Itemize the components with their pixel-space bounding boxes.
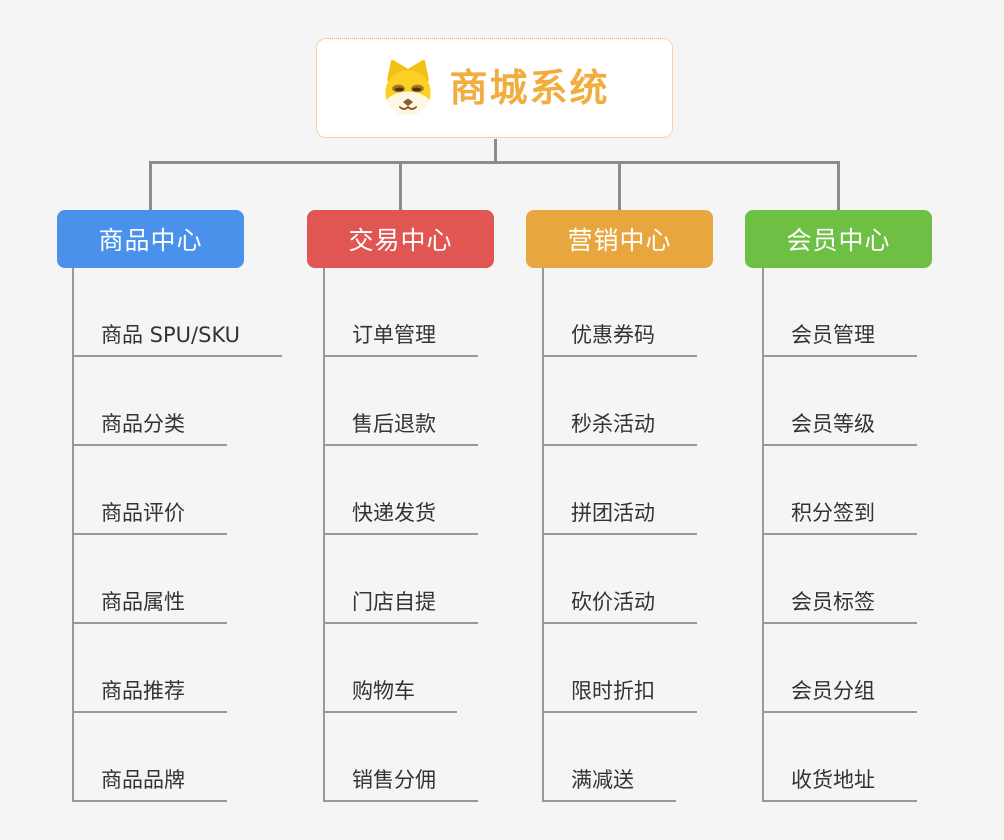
leaf-node[interactable]: 收货地址 bbox=[764, 768, 917, 802]
leaf-column-product: 商品 SPU/SKU 商品分类 商品评价 商品属性 商品推荐 商品品牌 bbox=[72, 268, 283, 802]
leaf-node[interactable]: 积分签到 bbox=[764, 501, 917, 535]
leaf-node[interactable]: 商品属性 bbox=[74, 590, 227, 624]
leaf-column-member: 会员管理 会员等级 积分签到 会员标签 会员分组 收货地址 bbox=[762, 268, 917, 802]
leaf-row: 砍价活动 bbox=[544, 535, 697, 624]
connector-drop-member bbox=[837, 163, 840, 210]
branch-node-product-center[interactable]: 商品中心 bbox=[57, 210, 244, 268]
connector-horizontal-bar bbox=[149, 161, 840, 164]
branch-node-trade-center[interactable]: 交易中心 bbox=[307, 210, 494, 268]
leaf-node[interactable]: 销售分佣 bbox=[325, 768, 478, 802]
leaf-row: 门店自提 bbox=[325, 535, 478, 624]
leaf-column-trade: 订单管理 售后退款 快递发货 门店自提 购物车 销售分佣 bbox=[323, 268, 478, 802]
leaf-row: 会员分组 bbox=[764, 624, 917, 713]
leaf-row: 商品属性 bbox=[74, 535, 282, 624]
leaf-row: 会员管理 bbox=[764, 268, 917, 357]
branch-node-member-center[interactable]: 会员中心 bbox=[745, 210, 932, 268]
leaf-row: 商品 SPU/SKU bbox=[74, 268, 283, 357]
leaf-node[interactable]: 商品推荐 bbox=[74, 679, 227, 713]
root-title: 商城系统 bbox=[449, 66, 610, 110]
branch-node-marketing-center[interactable]: 营销中心 bbox=[526, 210, 713, 268]
leaf-node[interactable]: 会员标签 bbox=[764, 590, 917, 624]
leaf-row: 售后退款 bbox=[325, 357, 478, 446]
leaf-node[interactable]: 秒杀活动 bbox=[544, 412, 697, 446]
leaf-node[interactable]: 会员管理 bbox=[764, 323, 917, 357]
leaf-node[interactable]: 售后退款 bbox=[325, 412, 478, 446]
leaf-node[interactable]: 砍价活动 bbox=[544, 590, 697, 624]
leaf-row: 收货地址 bbox=[764, 713, 917, 802]
leaf-row: 积分签到 bbox=[764, 446, 917, 535]
leaf-node[interactable]: 订单管理 bbox=[325, 323, 478, 357]
dog-face-icon bbox=[385, 59, 432, 116]
leaf-row: 秒杀活动 bbox=[544, 357, 697, 446]
leaf-row: 商品品牌 bbox=[74, 713, 282, 802]
leaf-column-marketing: 优惠券码 秒杀活动 拼团活动 砍价活动 限时折扣 满减送 bbox=[542, 268, 697, 802]
root-node-mall-system[interactable]: 商城系统 bbox=[316, 38, 673, 138]
leaf-row: 商品评价 bbox=[74, 446, 282, 535]
leaf-node[interactable]: 购物车 bbox=[325, 679, 457, 713]
leaf-row: 拼团活动 bbox=[544, 446, 697, 535]
leaf-node[interactable]: 限时折扣 bbox=[544, 679, 697, 713]
leaf-row: 满减送 bbox=[544, 713, 697, 802]
connector-root-stem bbox=[494, 139, 497, 162]
leaf-node[interactable]: 优惠券码 bbox=[544, 323, 697, 357]
leaf-row: 商品推荐 bbox=[74, 624, 282, 713]
leaf-row: 购物车 bbox=[325, 624, 478, 713]
leaf-node[interactable]: 商品 SPU/SKU bbox=[74, 323, 283, 357]
leaf-node[interactable]: 满减送 bbox=[544, 768, 676, 802]
leaf-row: 商品分类 bbox=[74, 357, 282, 446]
leaf-row: 优惠券码 bbox=[544, 268, 697, 357]
leaf-row: 销售分佣 bbox=[325, 713, 478, 802]
leaf-row: 限时折扣 bbox=[544, 624, 697, 713]
connector-drop-marketing bbox=[618, 163, 621, 210]
leaf-node[interactable]: 商品品牌 bbox=[74, 768, 227, 802]
leaf-node[interactable]: 商品分类 bbox=[74, 412, 227, 446]
connector-drop-trade bbox=[399, 163, 402, 210]
leaf-row: 订单管理 bbox=[325, 268, 478, 357]
leaf-row: 会员等级 bbox=[764, 357, 917, 446]
leaf-node[interactable]: 拼团活动 bbox=[544, 501, 697, 535]
connector-drop-product bbox=[149, 163, 152, 210]
leaf-row: 会员标签 bbox=[764, 535, 917, 624]
leaf-node[interactable]: 会员等级 bbox=[764, 412, 917, 446]
leaf-row: 快递发货 bbox=[325, 446, 478, 535]
leaf-node[interactable]: 快递发货 bbox=[325, 501, 478, 535]
leaf-node[interactable]: 会员分组 bbox=[764, 679, 917, 713]
leaf-node[interactable]: 门店自提 bbox=[325, 590, 478, 624]
leaf-node[interactable]: 商品评价 bbox=[74, 501, 227, 535]
